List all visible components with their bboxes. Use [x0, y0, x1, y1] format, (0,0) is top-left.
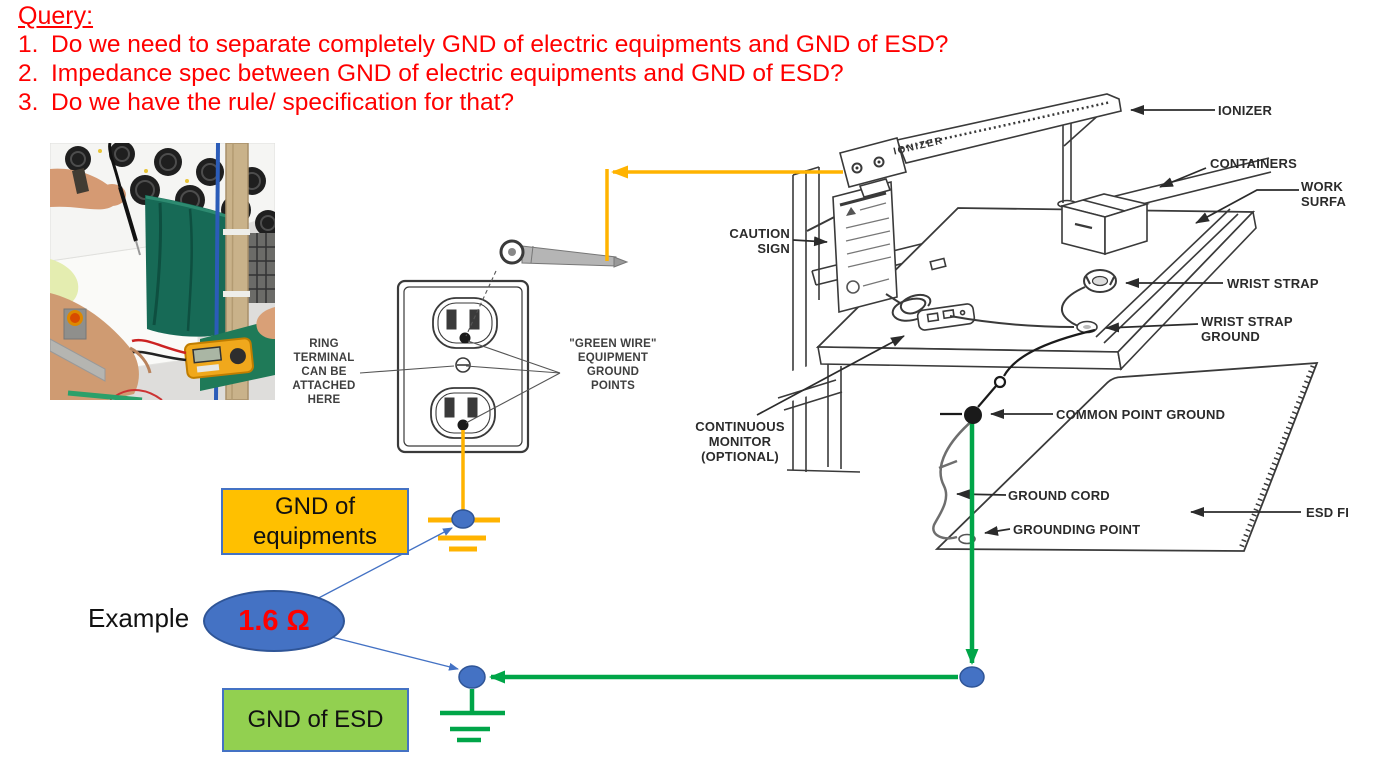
common-point-ground-label: COMMON POINT GROUND [1056, 407, 1226, 422]
gnd-of-esd-box: GND of ESD [222, 688, 409, 752]
green-vinyl-sheet [145, 195, 234, 337]
containers-drawing [1058, 193, 1151, 256]
esd-ground-wire [440, 420, 979, 743]
impedance-value: 1.6 Ω [238, 604, 310, 637]
esd-ground-symbol [440, 689, 505, 743]
ionizer-label: IONIZER [1218, 103, 1273, 118]
ground-hole-top [459, 332, 471, 344]
query-item-1-text: Do we need to separate completely GND of… [51, 31, 949, 58]
wrist-strap-label: WRIST STRAP [1227, 276, 1319, 291]
esd-ground-node-right [959, 666, 985, 688]
example-label: Example [88, 603, 190, 633]
esd-ground-node-left [458, 665, 486, 689]
query-item-1: 1. Do we need to separate completely GND… [18, 31, 948, 59]
work-surface-label: WORK SURFA [1301, 179, 1347, 209]
ionizer-drawing [839, 93, 1122, 209]
equipment-ground-node [451, 509, 475, 529]
continuous-monitor-label: CONTINUOUS MONITOR (OPTIONAL) [695, 419, 785, 464]
green-wire-label: "GREEN WIRE" EQUIPMENT GROUND POINTS [569, 338, 657, 392]
common-point-ground-dot [964, 406, 982, 424]
esd-workstation-drawing [776, 93, 1319, 552]
wrist-strap-ground-label: WRIST STRAP GROUND [1201, 314, 1293, 344]
query-item-3-number: 3. [18, 89, 39, 116]
ground-cord-drawing [932, 419, 974, 540]
query-item-3: 3. Do we have the rule/ specification fo… [18, 89, 514, 117]
esd-floor-label: ESD FI [1306, 505, 1350, 520]
photo-esd-measurement [50, 143, 275, 400]
query-title: Query: [18, 2, 94, 30]
containers-label: CONTAINERS [1210, 156, 1297, 171]
gnd-of-equipments-box: GND of equipments [221, 488, 409, 555]
ground-cord-label: GROUND CORD [1008, 488, 1110, 503]
common-point-cord [940, 328, 1096, 416]
outlet-drawing [359, 239, 629, 454]
test-probe [118, 186, 138, 242]
query-item-2-number: 2. [18, 60, 39, 87]
ring-terminal-label: RING TERMINAL CAN BE ATTACHED HERE [292, 338, 356, 406]
continuous-monitor-drawing [885, 293, 1075, 331]
impedance-ellipse: 1.6 Ω [203, 590, 345, 652]
caution-sign-label: CAUTION SIGN [729, 226, 790, 256]
caution-sign-drawing [806, 180, 898, 314]
ring-terminal-drawing [499, 239, 629, 268]
grid-shelf [248, 233, 275, 303]
ground-hole-bottom [457, 419, 469, 431]
query-item-2: 2. Impedance spec between GND of electri… [18, 60, 844, 88]
equipment-ground-wire [428, 165, 843, 552]
grounding-point-label: GROUNDING POINT [1013, 522, 1141, 537]
query-item-2-text: Impedance spec between GND of electric e… [51, 60, 844, 87]
label-leader-arrows [756, 105, 1301, 536]
multimeter [184, 337, 255, 379]
query-item-1-number: 1. [18, 31, 39, 58]
esd-floor-mat [934, 362, 1319, 552]
hand-right [256, 307, 275, 340]
query-item-3-text: Do we have the rule/ specification for t… [51, 89, 515, 116]
